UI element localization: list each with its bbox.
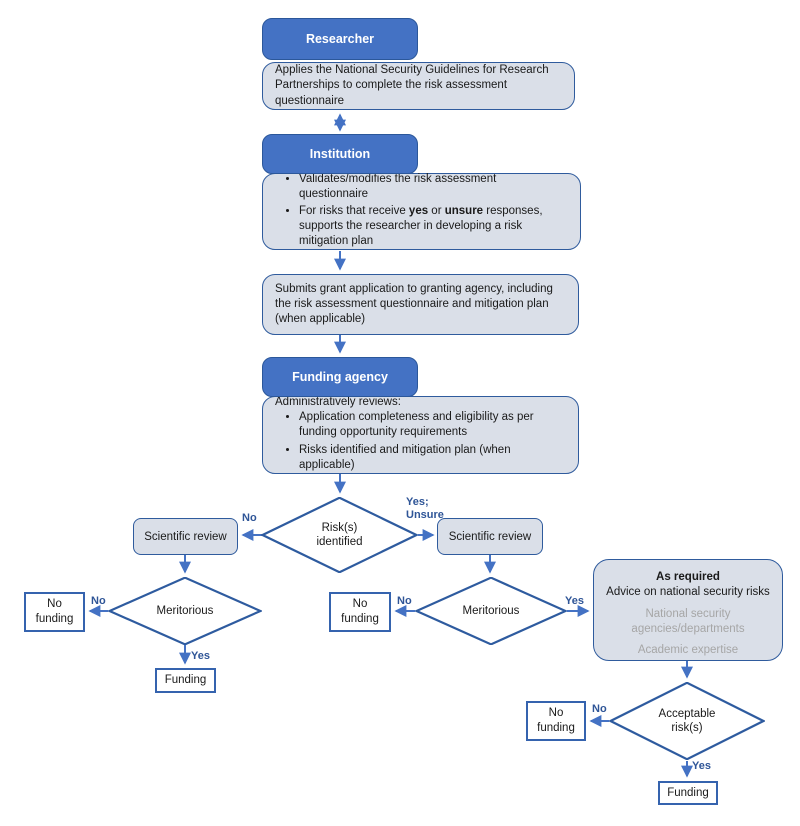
bullet2-bold-unsure: unsure [444,204,484,217]
bullet2-bold-yes: yes [408,204,429,217]
edge-label-risk-yes-unsure: Yes; Unsure [406,496,444,521]
risk-identified-decision: Risk(s) identified [261,497,418,573]
edge-label-merit-right-no: No [397,595,412,607]
funding-left-box: Funding [155,668,216,693]
researcher-description: Applies the National Security Guidelines… [275,64,549,107]
diamond-shape [108,577,262,645]
edge-label-merit-left-no: No [91,595,106,607]
researcher-header: Researcher [262,18,418,60]
edge-label-risk-no: No [242,512,257,524]
institution-bullet-2: For risks that receive yes or unsure res… [299,204,568,250]
agency-bullet-2: Risks identified and mitigation plan (wh… [299,443,566,473]
as-required-box: As required Advice on national security … [593,559,783,661]
edge-label-acceptable-yes: Yes [692,760,711,772]
no-funding-middle-box: No funding [329,592,391,632]
diamond-shape [609,682,765,760]
bullet2-pre: For risks that receive [299,204,409,217]
risk-identified-label: Risk(s) identified [316,521,363,548]
funding-agency-header: Funding agency [262,357,418,397]
researcher-description-box: Applies the National Security Guidelines… [262,62,575,110]
edge-label-acceptable-no: No [592,703,607,715]
agency-bullet-1: Application completeness and eligibility… [299,410,566,440]
no-funding-left-box: No funding [24,592,85,632]
funding-bottom-box: Funding [658,781,718,805]
meritorious-left-label: Meritorious [156,604,214,617]
agency-review-intro: Administratively reviews: [275,396,401,409]
as-required-item-academic: Academic expertise [637,644,739,657]
funding-agency-title: Funding agency [292,370,388,384]
as-required-subtitle: Advice on national security risks [606,586,770,599]
scientific-review-left-label: Scientific review [144,530,227,543]
diamond-shape [261,497,418,573]
institution-header: Institution [262,134,418,174]
acceptable-risk-label: Acceptable risk(s) [658,707,716,734]
institution-bullet-1: Validates/modifies the risk assessment q… [299,172,568,202]
institution-bullets: Validates/modifies the risk assessment q… [275,172,568,250]
submits-application-text: Submits grant application to granting ag… [275,282,553,326]
as-required-title: As required [656,571,720,583]
meritorious-right-label: Meritorious [462,604,520,617]
scientific-review-right-label: Scientific review [448,530,532,543]
bullet2-post: responses, supports the researcher in de… [299,204,543,248]
bullet2-mid: or [428,204,445,217]
agency-review-bullets: Application completeness and eligibility… [275,410,566,473]
scientific-review-right-box: Scientific review [437,518,543,555]
funding-agency-review-box: Administratively reviews: Application co… [262,396,579,474]
institution-title: Institution [309,147,371,161]
as-required-item-agencies: National security agencies/departments [631,608,745,635]
meritorious-right-decision: Meritorious [415,577,567,645]
scientific-review-left-box: Scientific review [133,518,238,555]
no-funding-bottom-box: No funding [526,701,586,741]
researcher-title: Researcher [305,32,375,46]
acceptable-risk-decision: Acceptable risk(s) [609,682,765,760]
submits-application-box: Submits grant application to granting ag… [262,274,579,335]
institution-description-box: Validates/modifies the risk assessment q… [262,173,581,250]
edge-label-merit-left-yes: Yes [191,650,210,662]
diamond-shape [415,577,567,645]
edge-label-merit-right-yes: Yes [565,595,584,607]
meritorious-left-decision: Meritorious [108,577,262,645]
